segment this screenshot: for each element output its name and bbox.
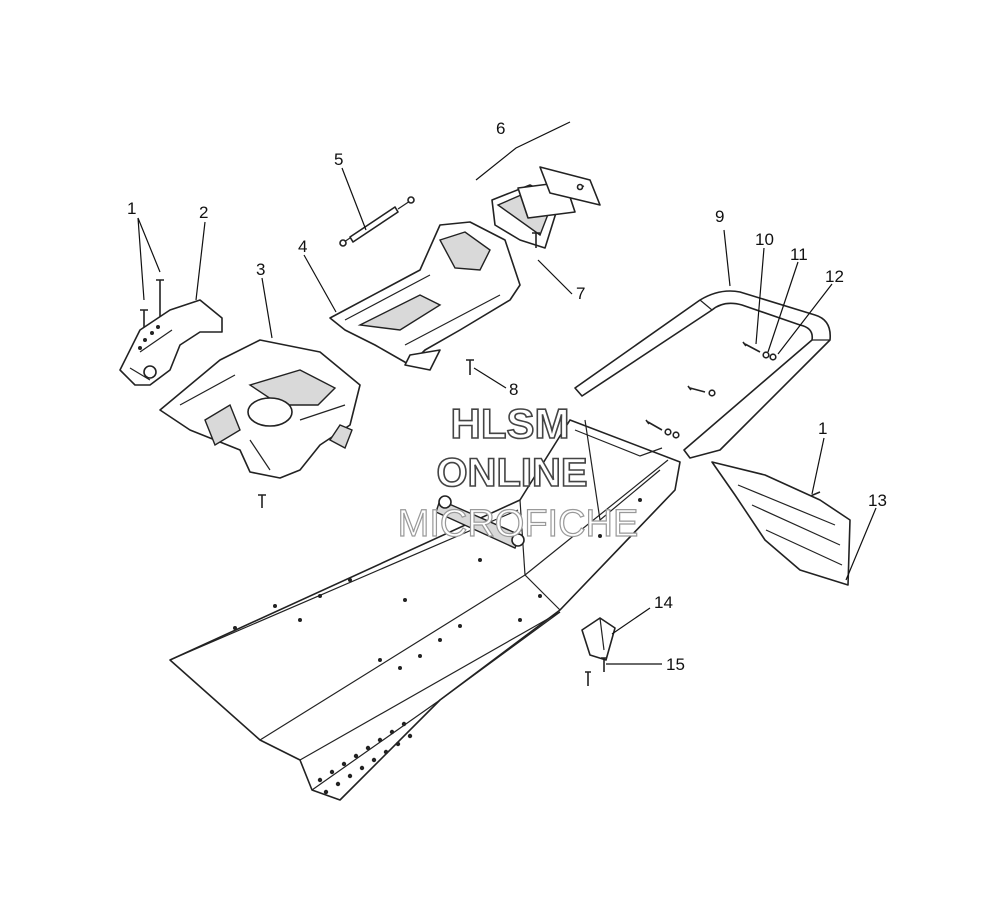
callout-15: 15 (666, 655, 685, 674)
watermark-line-3: MICROFICHE (398, 503, 639, 545)
grab-bar-part-9 (574, 290, 832, 459)
tail-light-part-6 (491, 166, 601, 249)
bracket-part-14 (581, 617, 616, 661)
callout-6: 6 (496, 119, 505, 138)
rivet-part-15 (585, 657, 607, 686)
watermark-line-2: ONLINE (436, 451, 587, 495)
callout-1-left: 1 (127, 199, 136, 218)
console-part-4 (329, 221, 521, 371)
callout-9: 9 (715, 207, 724, 226)
callout-1-right: 1 (818, 419, 827, 438)
screw-part-8 (466, 359, 474, 375)
callout-13: 13 (868, 491, 887, 510)
bolt-washer-set-upper (742, 341, 777, 361)
snow-flap-part-13 (711, 461, 851, 586)
leader-lines (137, 121, 877, 665)
callout-7: 7 (576, 284, 585, 303)
callout-14: 14 (654, 593, 673, 612)
callout-3: 3 (256, 260, 265, 279)
screw-part-7 (532, 232, 540, 248)
bolt-washer-set-lower (645, 419, 680, 439)
callout-4: 4 (298, 237, 307, 256)
bolt-washer-set-middle (687, 385, 716, 397)
callout-8: 8 (509, 380, 518, 399)
callout-labels: 1 2 3 4 5 6 7 8 9 10 11 12 1 13 14 15 (127, 119, 887, 674)
tunnel-perforations (233, 498, 642, 795)
cover-part-3 (159, 339, 361, 479)
tunnel-assembly (169, 419, 681, 801)
screw-under-cover (258, 494, 266, 508)
watermark-line-1: HLSM (451, 400, 570, 447)
callout-12: 12 (825, 267, 844, 286)
gas-strut-part-5 (339, 196, 415, 247)
callout-10: 10 (755, 230, 774, 249)
watermark: HLSM ONLINE MICROFICHE (397, 399, 639, 545)
side-bracket-part-2 (119, 299, 223, 386)
callout-2: 2 (199, 203, 208, 222)
callout-11: 11 (790, 245, 808, 264)
callout-5: 5 (334, 150, 343, 169)
tunnel-shock (435, 495, 525, 549)
